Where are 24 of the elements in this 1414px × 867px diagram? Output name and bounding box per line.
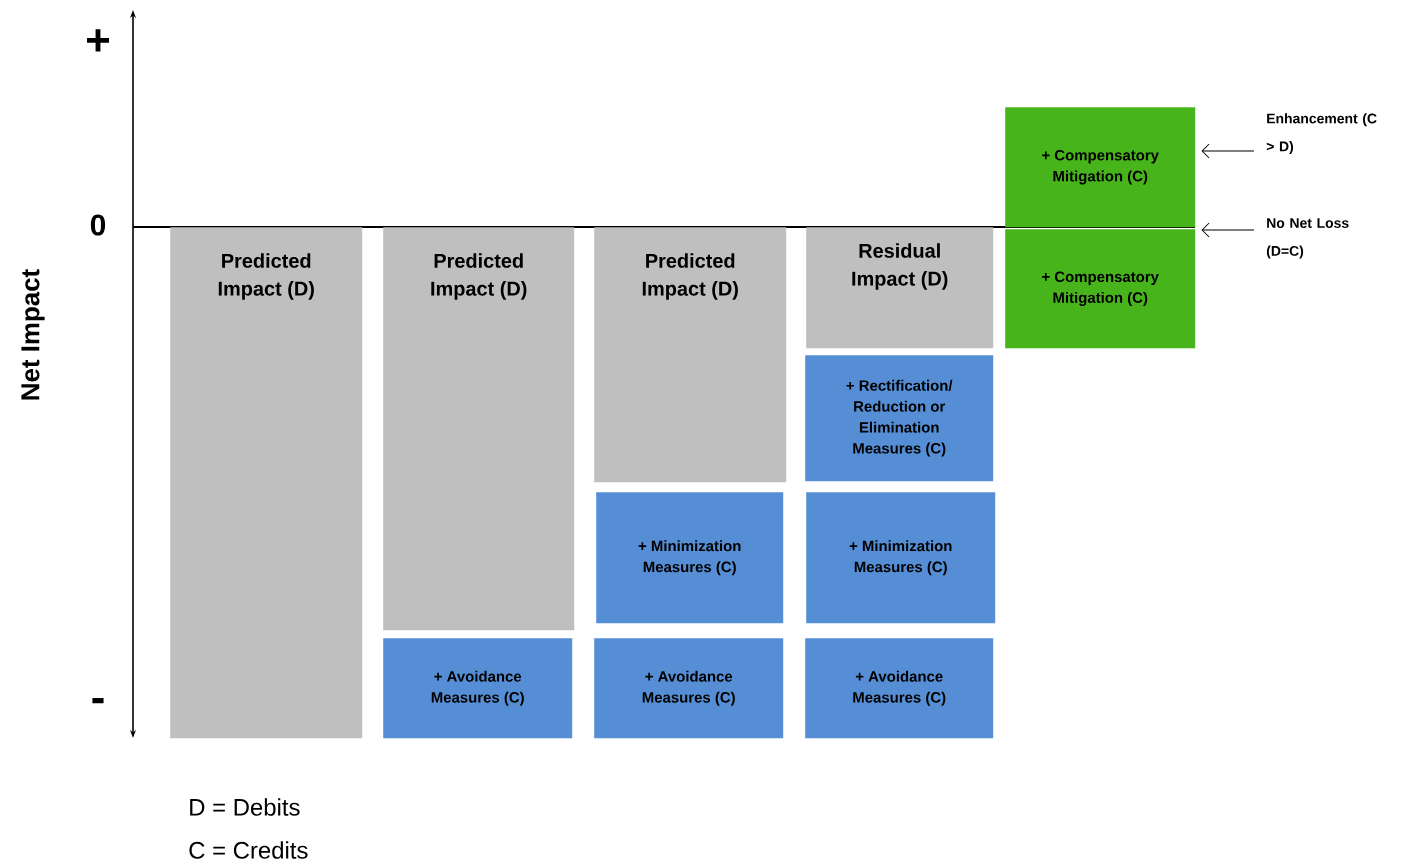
measure-box: + Avoidance Measures (C) [805, 638, 994, 739]
mitigation-box: + Compensatory Mitigation (C) [1005, 107, 1196, 228]
legend-text: C = Credits [189, 841, 308, 859]
measure-box: + Minimization Measures (C) [596, 492, 784, 624]
annotation-text: Enhancement (C > D) [1266, 113, 1377, 155]
impact-bar: Predicted Impact (D) [383, 227, 575, 631]
mitigation-box: + Compensatory Mitigation (C) [1005, 229, 1196, 349]
node-label: + Compensatory Mitigation (C) [1042, 149, 1159, 185]
legend-text: D = Debits [190, 798, 300, 816]
impact-bar: Predicted Impact (D) [594, 227, 787, 483]
axis-title: Net Impact [21, 269, 45, 400]
node-label: + Compensatory Mitigation (C) [1042, 271, 1159, 306]
tick-label: 0 [90, 214, 106, 236]
impact-bar: Residual Impact (D) [806, 227, 994, 349]
arrow [1201, 222, 1255, 238]
measure-box: + Avoidance Measures (C) [594, 638, 784, 739]
sign-label: + [87, 29, 109, 52]
measure-box: + Minimization Measures (C) [806, 492, 996, 624]
annotation-text: No Net Loss (D=C) [1266, 218, 1349, 259]
sign-label: - [92, 698, 104, 704]
arrow [1201, 143, 1255, 159]
measure-box: + Avoidance Measures (C) [383, 638, 573, 739]
impact-bar: Predicted Impact (D) [170, 227, 363, 739]
measure-box: + Rectification/ Reduction or Elimination Measures (C) [805, 355, 994, 482]
